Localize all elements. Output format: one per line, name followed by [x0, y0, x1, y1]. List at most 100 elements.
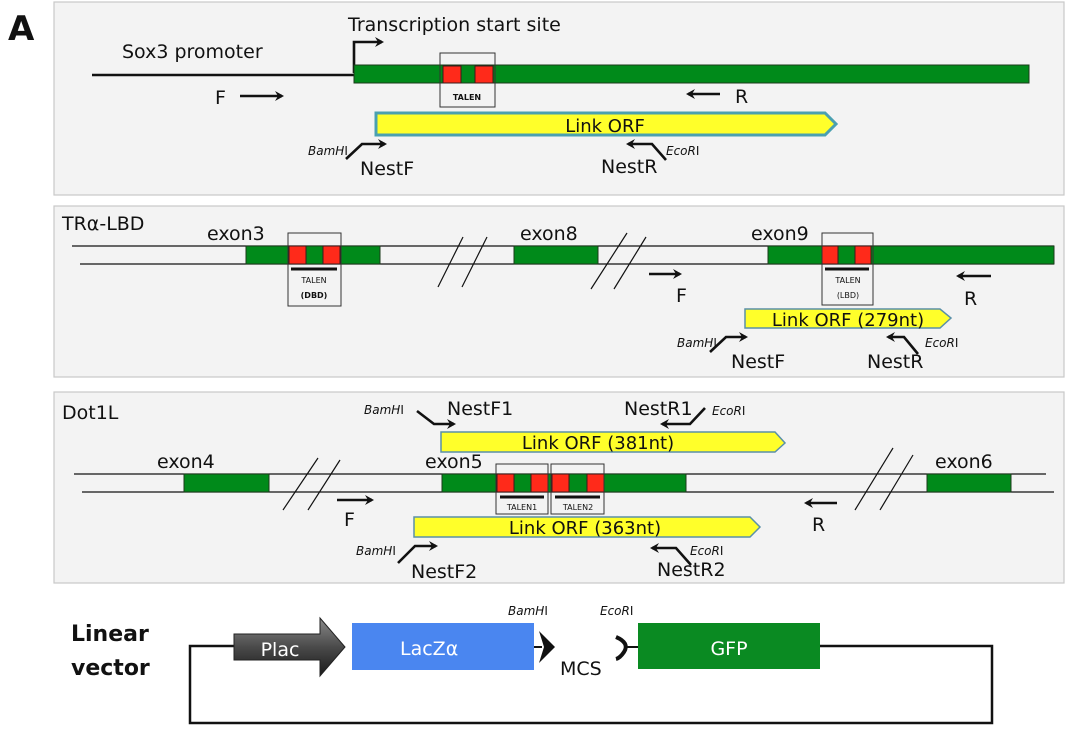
break-mark-icon — [307, 459, 341, 511]
exon4-block — [183, 473, 270, 493]
vector-ecori-label: EcoRI — [600, 604, 633, 618]
exon8-label: exon8 — [520, 223, 578, 245]
nestr2-label: NestR2 — [657, 559, 726, 581]
exon6-block — [926, 473, 1012, 493]
gfp-label: GFP — [710, 638, 747, 660]
nestr-label: NestR — [601, 156, 657, 178]
nestf-label: NestF — [731, 351, 785, 373]
talen2-left-arm — [551, 473, 570, 493]
nestf2-arrow-icon — [397, 541, 438, 564]
dot1l-title: Dot1L — [62, 402, 119, 424]
primer-r-label: R — [964, 288, 977, 310]
talen-box — [439, 52, 496, 108]
nestf2-label: NestF2 — [411, 561, 477, 583]
talen-lbd-label-2: (LBD) — [837, 291, 859, 300]
talen-right-arm — [474, 65, 494, 84]
break-mark-icon — [437, 236, 464, 288]
primer-r-label: R — [812, 514, 825, 536]
primer-r-label: R — [735, 86, 748, 108]
sox3-promoter-label: Sox3 promoter — [122, 41, 263, 63]
nestr1-label: NestR1 — [624, 398, 693, 420]
tss-arrow-icon — [352, 37, 384, 73]
figure-label: A — [8, 9, 35, 49]
nestf-label: NestF — [360, 158, 414, 180]
lacz-alpha-block — [352, 623, 534, 670]
talen-dbd-label-2: (DBD) — [301, 291, 328, 300]
nestf-arrow-icon — [709, 332, 748, 353]
link-orf-363-label: Link ORF (363nt) — [509, 518, 661, 539]
bamhi-site-label: BamHI — [308, 144, 348, 158]
exon9-label: exon9 — [751, 223, 809, 245]
primer-f-label: F — [344, 509, 355, 531]
talen1-box — [495, 463, 549, 515]
primer-f-label: F — [215, 87, 226, 109]
link-orf-label: Link ORF — [565, 116, 645, 137]
talen-lbd-box — [821, 232, 874, 306]
panel-tra-background — [53, 205, 1065, 378]
break-mark-icon — [590, 232, 628, 290]
talen1-right-arm — [530, 473, 549, 493]
tra-title: TRα-LBD — [61, 213, 144, 235]
nestf1-label: NestF1 — [447, 398, 513, 420]
exon8-block — [513, 245, 599, 265]
talen-lbd-left-arm — [821, 245, 839, 265]
talen-dbd-right-arm — [322, 245, 341, 265]
break-mark-icon — [461, 236, 488, 288]
talen1-label: TALEN1 — [506, 503, 537, 512]
link-orf-381-arrow — [440, 431, 787, 453]
nestr-label: NestR — [867, 351, 923, 373]
talen-dbd-left-arm — [288, 245, 307, 265]
primer-f-label: F — [676, 285, 687, 307]
mcs-label: MCS — [560, 658, 602, 680]
ecori-site-label: EcoRI — [925, 336, 958, 350]
ecori-site-label: EcoRI — [666, 144, 699, 158]
break-mark-icon — [854, 447, 894, 511]
exon3-block — [245, 245, 381, 265]
bamhi-site-label: BamHI — [364, 403, 404, 417]
ecori-site-label: EcoRI — [690, 544, 723, 558]
nestf1-arrow-icon — [416, 409, 456, 429]
talen-lbd-label-1: TALEN — [834, 276, 860, 285]
nestr2-arrow-icon — [650, 543, 692, 566]
exon4-label: exon4 — [157, 451, 215, 473]
tss-label: Transcription start site — [347, 14, 561, 36]
exon5-label: exon5 — [425, 451, 483, 473]
talen1-left-arm — [496, 473, 515, 493]
vector-title-line2: vector — [71, 656, 150, 681]
panel-tra-lbd: TRα-LBD exon3 TALEN (DBD) exon8 exon9 TA… — [53, 205, 1065, 378]
vector-title-line1: Linear — [71, 622, 149, 647]
exon6-label: exon6 — [935, 451, 993, 473]
talen-left-arm — [442, 65, 462, 84]
break-mark-icon — [613, 236, 647, 290]
nestr-arrow-icon — [626, 139, 667, 161]
link-orf-279-label: Link ORF (279nt) — [772, 310, 924, 331]
bamhi-sticky-end-icon — [539, 631, 555, 663]
link-orf-381-label: Link ORF (381nt) — [522, 433, 674, 454]
exon3-label: exon3 — [207, 223, 265, 245]
nestf-arrow-icon — [345, 139, 387, 160]
talen2-box — [550, 463, 605, 515]
link-orf-363-arrow — [413, 516, 762, 538]
exon9-block — [767, 245, 1055, 265]
talen-label: TALEN — [453, 93, 481, 102]
plac-promoter-arrow — [233, 616, 346, 678]
gfp-block — [638, 623, 820, 669]
panel-dot1l: Dot1L BamHI NestF1 NestR1 EcoRI Link ORF… — [53, 391, 1065, 584]
talen2-right-arm — [586, 473, 605, 493]
sox3-coding-region — [353, 64, 1030, 84]
panel-linear-vector: Linear vector Plac LacZα BamHI MCS EcoRI… — [71, 604, 994, 725]
ecori-site-label: EcoRI — [712, 404, 745, 418]
lacz-alpha-label: LacZα — [400, 638, 458, 660]
vector-bamhi-label: BamHI — [508, 604, 548, 618]
talen-lbd-right-arm — [854, 245, 872, 265]
break-mark-icon — [282, 457, 319, 511]
break-mark-icon — [879, 454, 914, 511]
nestr1-arrow-icon — [660, 407, 706, 429]
nestr-arrow-icon — [886, 332, 920, 355]
talen2-label: TALEN2 — [562, 503, 593, 512]
plac-label: Plac — [261, 639, 300, 661]
panel-sox3: Sox3 promoter Transcription start site T… — [53, 1, 1065, 196]
talen-dbd-box — [287, 232, 342, 307]
panel-sox3-background — [53, 1, 1065, 196]
